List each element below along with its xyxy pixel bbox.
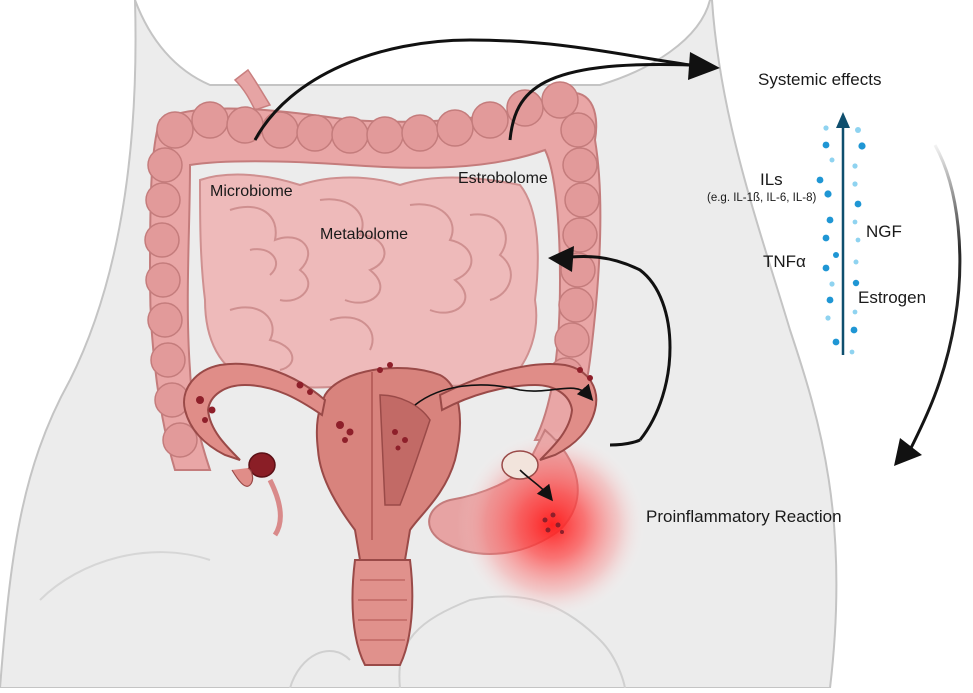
label-tnf: TNFα (763, 252, 806, 272)
vagina (352, 560, 412, 665)
inflammation-glow (457, 430, 647, 620)
label-proinflammatory-reaction: Proinflammatory Reaction (646, 507, 842, 527)
small-intestine (200, 175, 538, 388)
label-ngf: NGF (866, 222, 902, 242)
arrowhead-down (894, 438, 922, 466)
left-ovary (249, 453, 275, 477)
label-ils: ILs (760, 170, 783, 190)
label-systemic-effects: Systemic effects (758, 70, 881, 90)
right-ovary (502, 451, 538, 479)
label-estrobolome: Estrobolome (458, 170, 548, 188)
label-metabolome: Metabolome (320, 226, 408, 244)
cytokine-axis-head (836, 112, 850, 128)
cytokine-dots (817, 125, 866, 354)
label-ils-examples: (e.g. IL-1ß, IL-6, IL-8) (707, 192, 816, 204)
label-microbiome: Microbiome (210, 183, 293, 201)
label-estrogen: Estrogen (858, 288, 926, 308)
